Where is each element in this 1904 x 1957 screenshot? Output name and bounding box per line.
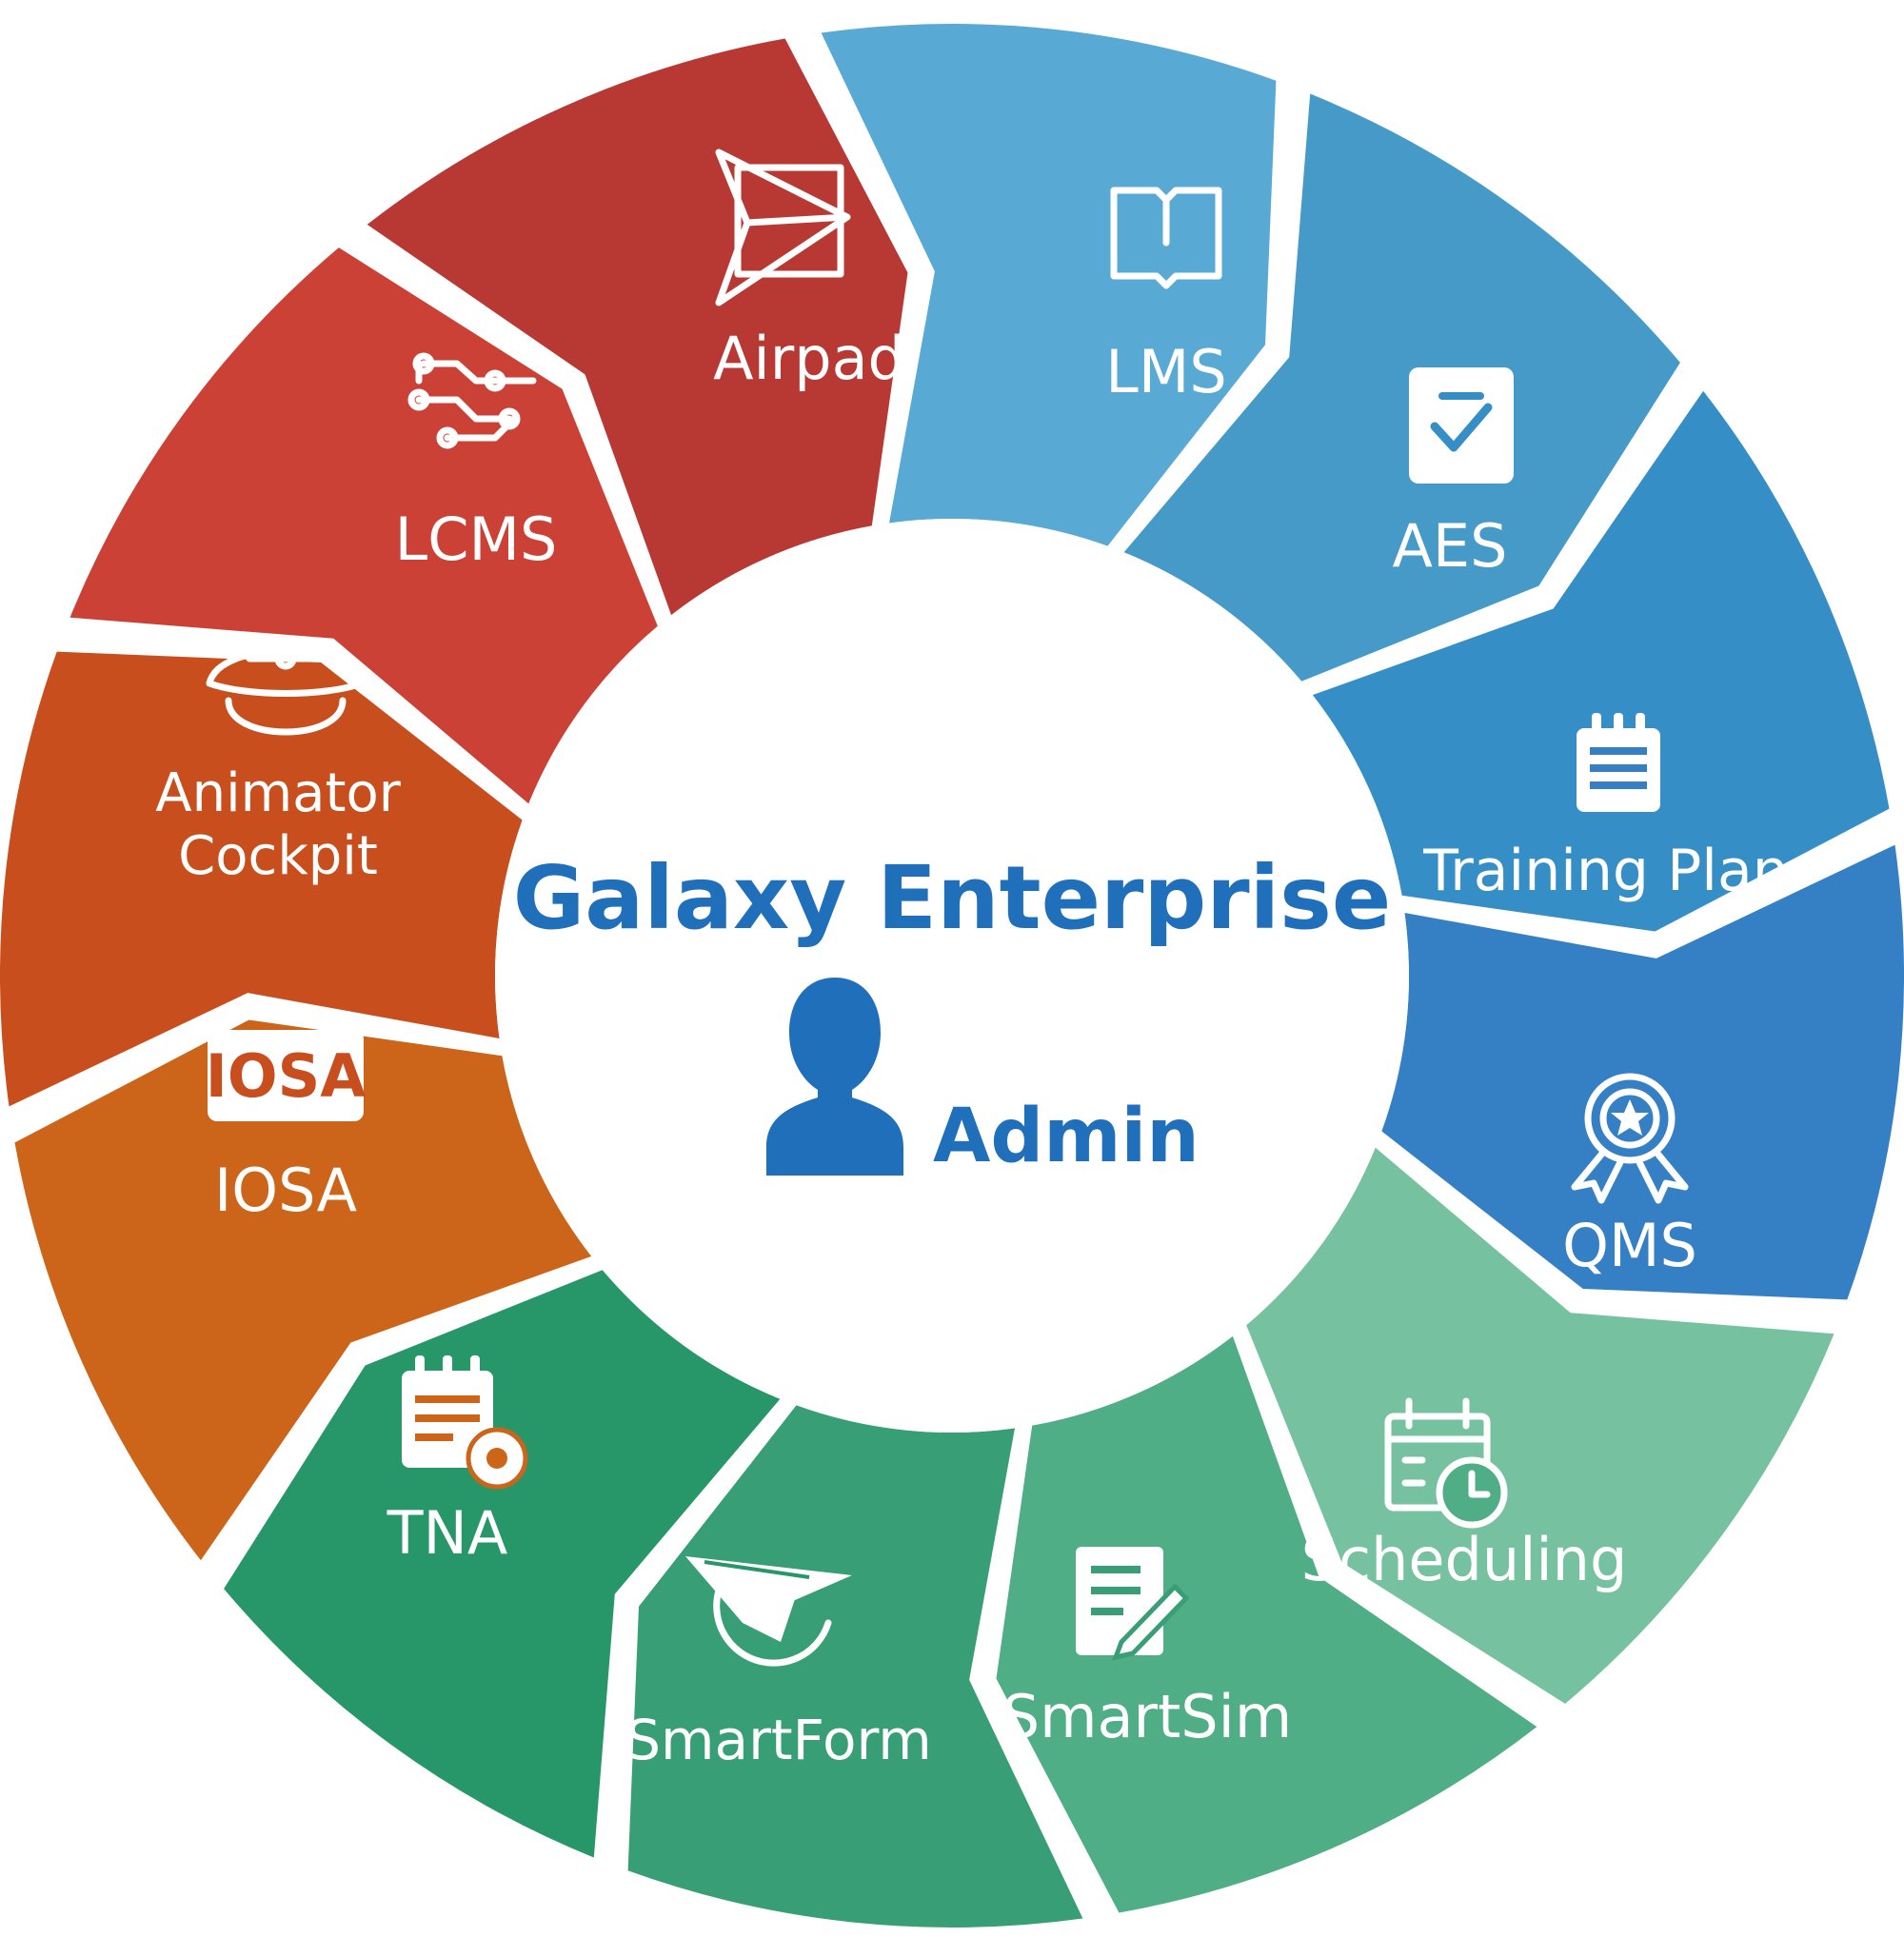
center-hub: Galaxy Enterprise Admin	[495, 519, 1409, 1433]
label-lms[interactable]: LMS	[1105, 337, 1226, 406]
segment-animator-cockpit[interactable]	[69, 247, 658, 804]
document-pen-icon	[1076, 1547, 1190, 1661]
center-title: Galaxy Enterprise	[513, 847, 1392, 949]
segment-airpad[interactable]	[821, 24, 1277, 546]
segment-smartform[interactable]	[224, 1270, 781, 1858]
label-lcms[interactable]: LCMS	[395, 504, 558, 574]
iosa-badge-icon: IOSA	[206, 1030, 366, 1121]
label-tna[interactable]: TNA	[387, 1498, 508, 1568]
label-airpad[interactable]: Airpad	[713, 324, 905, 393]
segment-scheduling[interactable]	[996, 1335, 1537, 1913]
label-animator[interactable]: Animator	[155, 762, 401, 824]
segment-lms[interactable]	[1123, 93, 1680, 682]
admin-label: Admin	[933, 1094, 1200, 1179]
segment-training-plan[interactable]	[1381, 844, 1904, 1300]
circuit-icon	[407, 352, 537, 449]
paper-plane-swoosh-icon	[685, 1556, 852, 1667]
book-icon	[1110, 187, 1222, 289]
calendar-clock-icon	[1384, 1397, 1508, 1529]
segment-iosa[interactable]	[0, 651, 523, 1107]
label-cockpit[interactable]: Cockpit	[178, 825, 378, 887]
checklist-icon	[1409, 367, 1514, 484]
label-smartform[interactable]: SmartForm	[625, 1708, 932, 1772]
module-segments	[0, 24, 1904, 1927]
segment-tna[interactable]	[14, 1019, 592, 1561]
pilot-cap-icon	[206, 647, 366, 736]
segment-qms[interactable]	[1246, 1147, 1835, 1704]
label-iosa[interactable]: IOSA	[214, 1156, 357, 1225]
notepad-icon	[1577, 713, 1660, 812]
paper-plane-window-icon	[715, 148, 851, 306]
segment-smartsim[interactable]	[627, 1405, 1083, 1927]
award-ribbon-icon	[1571, 1073, 1689, 1204]
segment-aes[interactable]	[1312, 390, 1890, 932]
segment-labels: Airpad LMS AES Training Plan QMS Schedul…	[155, 324, 1788, 1772]
label-qms[interactable]: QMS	[1562, 1211, 1697, 1280]
user-icon	[766, 978, 903, 1176]
label-scheduling[interactable]: Scheduling	[1301, 1525, 1628, 1594]
iosa-badge-text: IOSA	[206, 1041, 366, 1111]
label-training-plan[interactable]: Training Plan	[1422, 838, 1788, 904]
calendar-gear-icon	[402, 1355, 528, 1490]
label-smartsim[interactable]: SmartSim	[1002, 1682, 1293, 1751]
label-aes[interactable]: AES	[1393, 511, 1508, 581]
